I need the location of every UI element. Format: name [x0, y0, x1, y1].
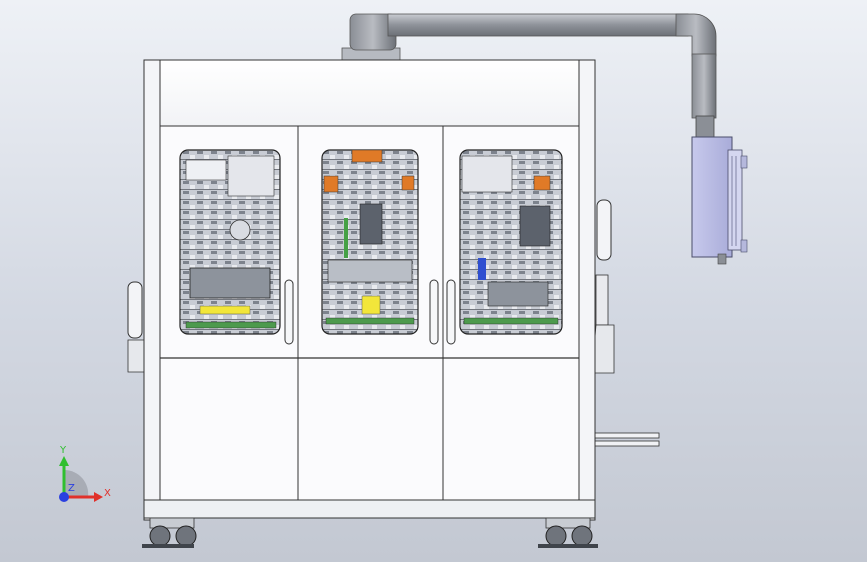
duct-vertical: [691, 53, 717, 119]
caster-right: [538, 517, 598, 548]
duct-assembly: [341, 13, 717, 139]
motor-unit: [691, 136, 748, 265]
motor-housing: [691, 136, 733, 258]
duct-coupler: [695, 115, 715, 139]
rail-bar-top: [594, 432, 660, 439]
caster-left: [142, 517, 197, 548]
door-handles: [284, 279, 456, 345]
y-axis-arrow: [59, 456, 69, 466]
motor-endcap: [727, 149, 743, 251]
frame-post-left: [143, 59, 161, 521]
duct-horizontal: [387, 13, 689, 37]
frame-post-right: [578, 59, 596, 521]
z-axis-label: Z: [68, 483, 75, 494]
orientation-triad: Y X Z: [59, 445, 111, 502]
right-side-parts: [591, 199, 660, 447]
door-window-right: [459, 149, 563, 335]
top-panel: [159, 59, 580, 127]
rail-bar-bottom: [594, 440, 660, 447]
x-axis-arrow: [94, 492, 103, 502]
door-window-left: [179, 149, 281, 335]
z-axis-dot: [59, 492, 69, 502]
x-axis-label: X: [104, 488, 111, 499]
duct-elbow: [675, 13, 717, 57]
y-axis-label: Y: [59, 445, 67, 456]
base-rail: [143, 499, 596, 519]
left-side-parts: [127, 281, 147, 373]
door-window-center: [321, 149, 419, 335]
